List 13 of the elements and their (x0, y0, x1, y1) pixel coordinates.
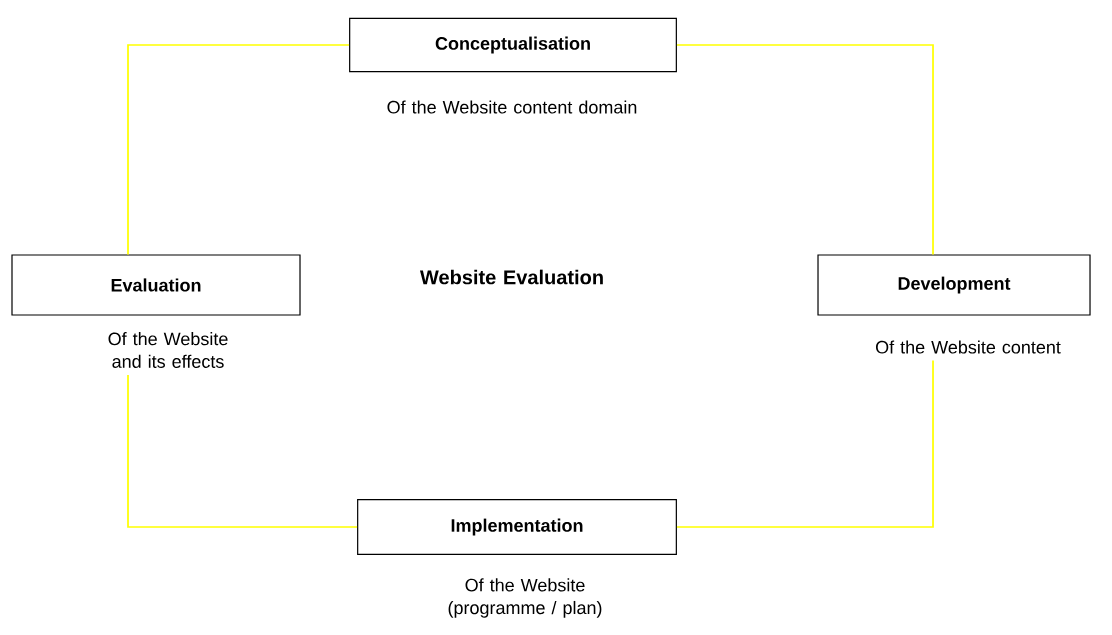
connector-line (676, 44, 934, 256)
connector-line (127, 374, 358, 528)
stage-description: Of the Website content (876, 340, 1061, 354)
connector-line (127, 44, 350, 256)
stage-description: Of the Website and its effects (108, 332, 228, 368)
center-title: Website Evaluation (419, 269, 603, 285)
connector-line (676, 359, 934, 528)
stage-box: Implementation (357, 499, 677, 555)
stage-description: Of the Website (programme / plan) (448, 578, 602, 618)
stage-description: Of the Website content domain (387, 100, 637, 114)
stage-box: Evaluation (11, 254, 301, 316)
stage-box: Development (817, 254, 1091, 316)
stage-box: Conceptualisation (349, 17, 677, 73)
